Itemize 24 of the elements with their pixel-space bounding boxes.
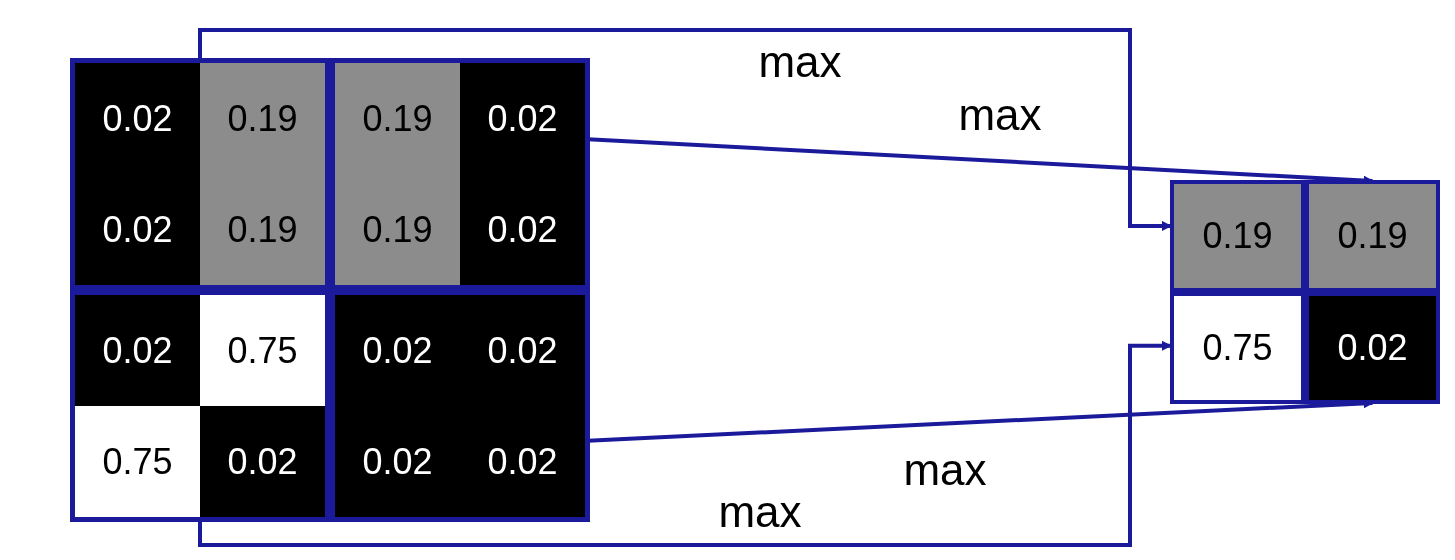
output-cell: 0.19 xyxy=(1305,180,1440,292)
value-cell: 0.02 xyxy=(460,174,585,285)
output-cell: 0.75 xyxy=(1170,292,1305,404)
pooling-window xyxy=(330,58,590,290)
value-cell: 0.02 xyxy=(75,295,200,406)
output-cell: 0.19 xyxy=(1170,180,1305,292)
value-cell: 0.19 xyxy=(335,63,460,174)
value-cell: 0.02 xyxy=(75,174,200,285)
value-cell: 0.19 xyxy=(200,63,325,174)
arrow xyxy=(198,28,1172,231)
value-cell: 0.02 xyxy=(200,406,325,517)
pooling-window xyxy=(70,58,330,290)
value-cell: 0.02 xyxy=(460,295,585,406)
value-cell: 0.19 xyxy=(200,174,325,285)
output-cell: 0.02 xyxy=(1305,292,1440,404)
pooling-window xyxy=(330,290,590,522)
value-cell: 0.02 xyxy=(335,406,460,517)
value-cell: 0.19 xyxy=(335,174,460,285)
value-cell: 0.02 xyxy=(460,63,585,174)
pooling-window xyxy=(70,290,330,522)
value-cell: 0.02 xyxy=(335,295,460,406)
arrow xyxy=(198,340,1172,547)
value-cell: 0.02 xyxy=(75,63,200,174)
value-cell: 0.02 xyxy=(460,406,585,517)
